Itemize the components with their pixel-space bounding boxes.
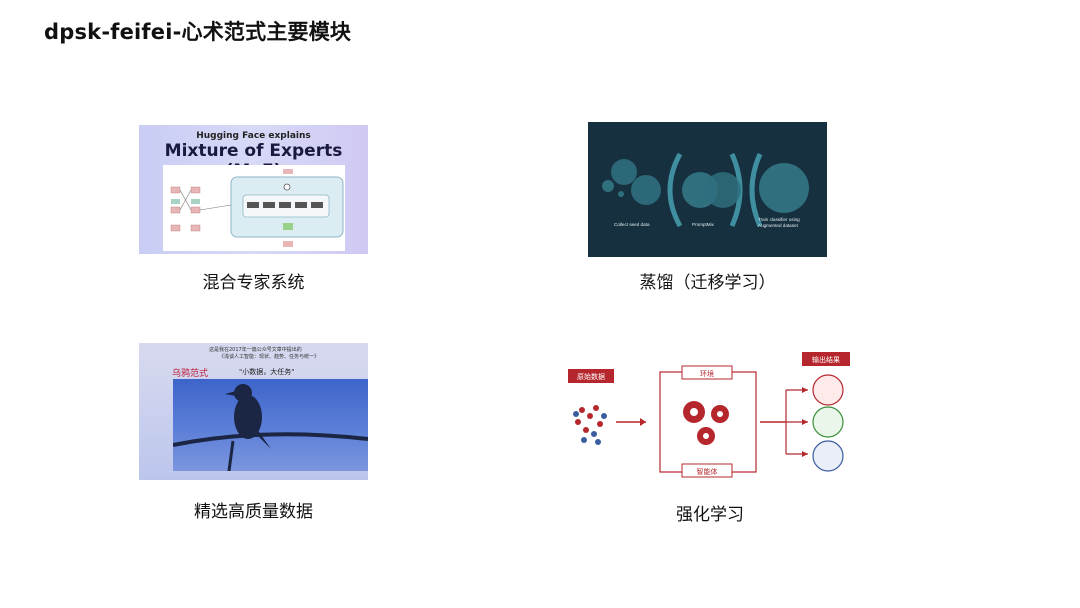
quality-data-thumbnail[interactable]: 这是我在2017年一篇公众号文章中提出的 《浅谈人工智能：现状、趋势、任务与统一…: [139, 343, 368, 480]
raw-data-label: 原始数据: [577, 372, 605, 381]
train-label-2: Augmented dataset: [758, 223, 799, 228]
moe-caption: 混合专家系统: [202, 273, 305, 293]
output-label: 输出结果: [812, 355, 840, 364]
quality-line-2: 《浅谈人工智能：现状、趋势、任务与统一》: [219, 354, 320, 360]
crow-photo: [172, 379, 368, 472]
moe-diagram: [163, 165, 345, 251]
moe-thumbnail[interactable]: Hugging Face explains Mixture of Experts…: [139, 125, 368, 254]
moe-image-subtitle: Hugging Face explains: [196, 131, 311, 141]
page-title: dpsk-feifei-心术范式主要模块: [44, 20, 352, 44]
distillation-thumbnail[interactable]: Collect seed data PromptMix Train classi…: [588, 122, 827, 257]
rl-diagram: 原始数据 环境 智能体 输出结果: [568, 352, 850, 478]
distillation-diagram: Collect seed data PromptMix Train classi…: [588, 122, 827, 257]
collect-label: Collect seed data: [614, 222, 650, 227]
quality-data-caption: 精选高质量数据: [194, 502, 313, 522]
rl-caption: 强化学习: [676, 505, 744, 525]
rl-thumbnail[interactable]: 原始数据 环境 智能体 输出结果: [560, 350, 860, 480]
crow-paradigm-label: 乌鸦范式: [172, 369, 209, 379]
promptmix-label: PromptMix: [692, 222, 715, 227]
small-data-label: "小数据，大任务": [239, 368, 295, 376]
agent-label: 智能体: [697, 467, 718, 476]
quality-line-1: 这是我在2017年一篇公众号文章中提出的: [209, 347, 302, 353]
distillation-caption: 蒸馏（迁移学习）: [639, 273, 776, 293]
env-label: 环境: [700, 369, 714, 378]
train-label-1: Train classifier using: [758, 217, 800, 222]
